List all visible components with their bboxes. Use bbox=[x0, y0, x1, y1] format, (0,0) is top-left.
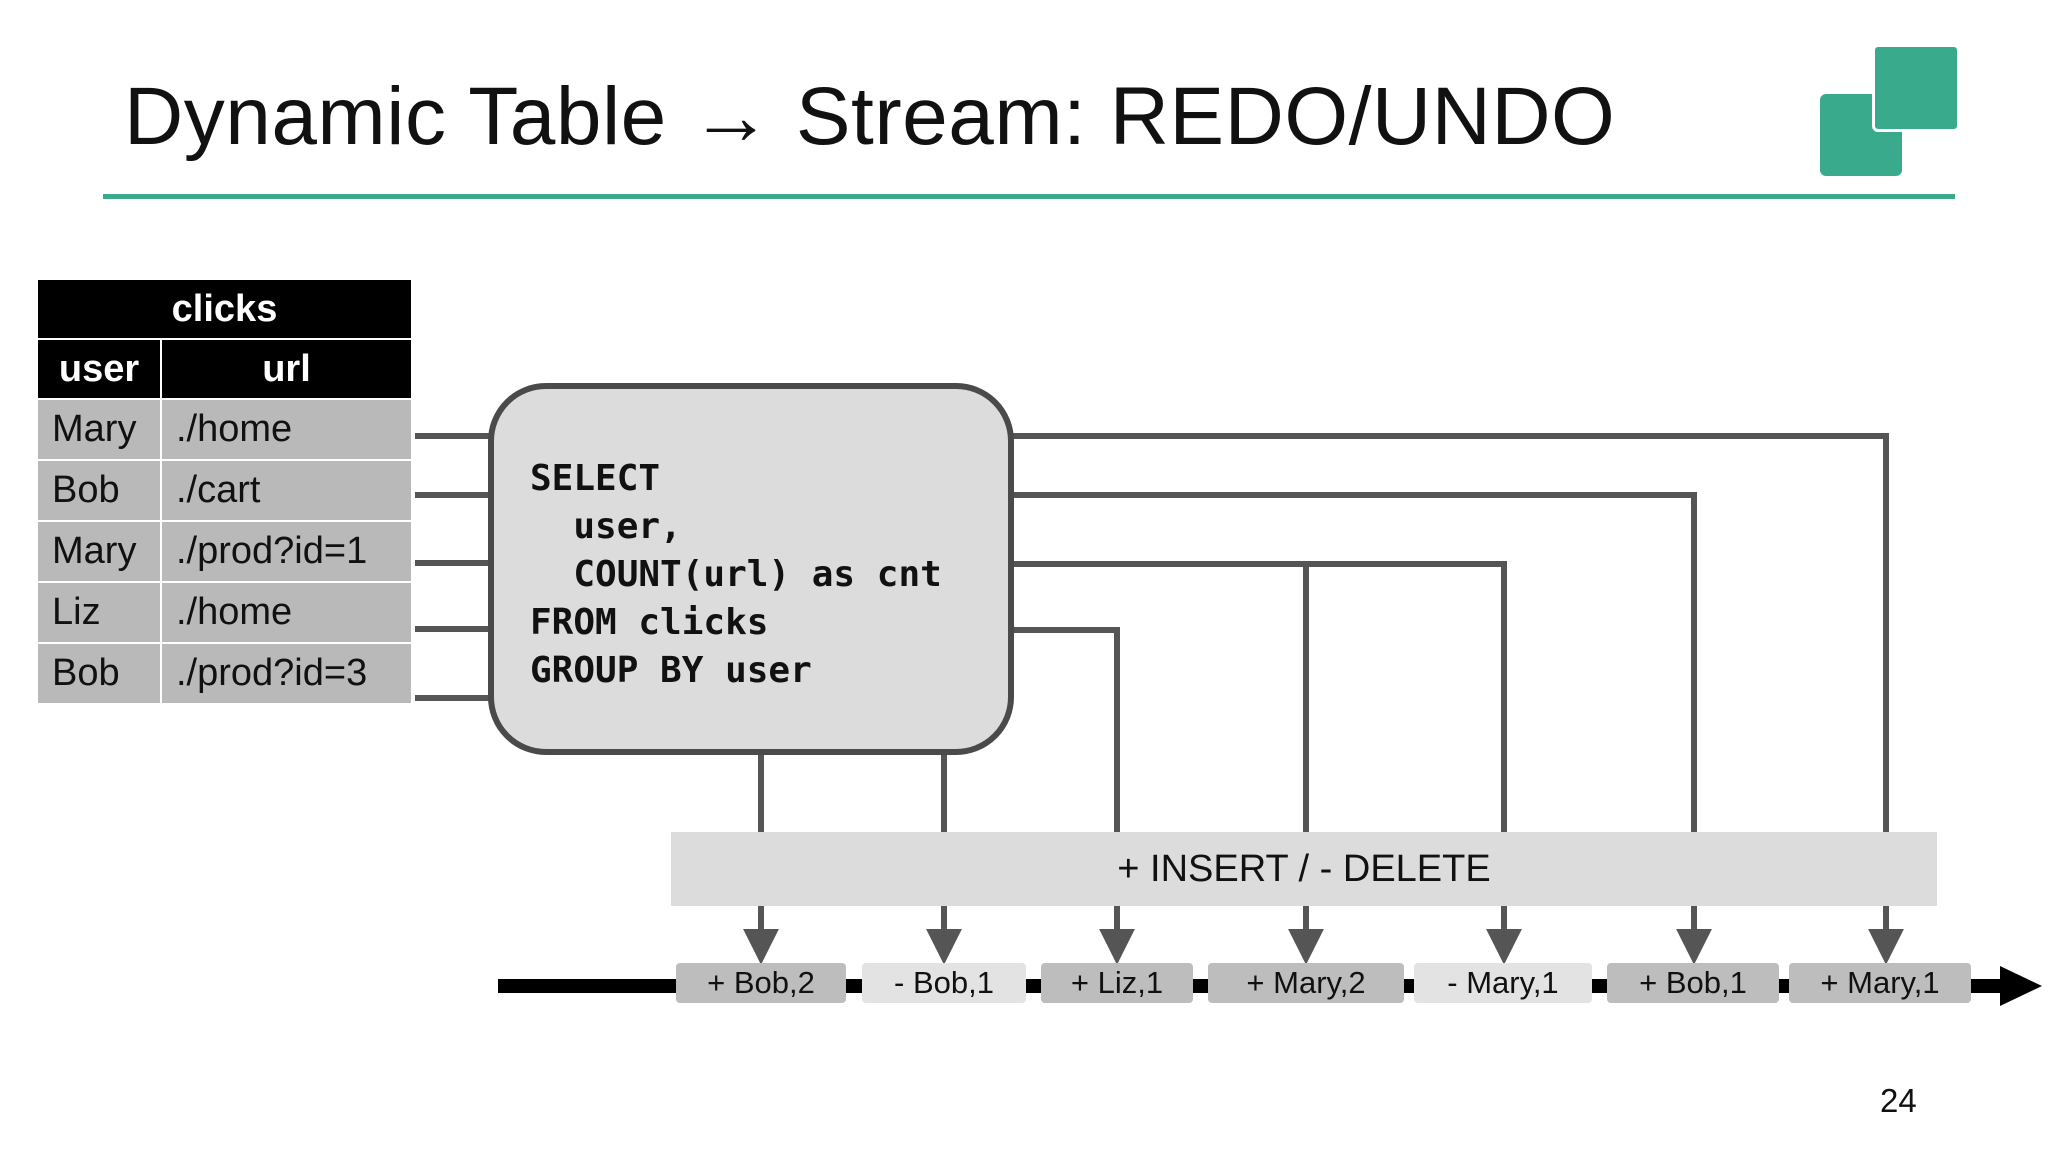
output-arrow bbox=[1012, 433, 1904, 965]
cell-user: Mary bbox=[38, 522, 160, 581]
cell-url: ./home bbox=[162, 583, 411, 642]
cell-user: Bob bbox=[38, 644, 160, 703]
sql-line: FROM clicks bbox=[530, 602, 769, 643]
stream-arrowhead-icon bbox=[2000, 966, 2042, 1006]
clicks-table: clicks user url Mary ./home Bob ./cart M… bbox=[36, 278, 413, 705]
stream-event: + Liz,1 bbox=[1041, 963, 1193, 1003]
slide-title: Dynamic Table → Stream: REDO/UNDO bbox=[124, 71, 1616, 162]
stream-event: + Mary,1 bbox=[1789, 963, 1971, 1003]
stream-event: + Mary,2 bbox=[1208, 963, 1404, 1003]
sql-query-box: SELECT user, COUNT(url) as cnt FROM clic… bbox=[488, 383, 1014, 755]
title-underline bbox=[103, 194, 1955, 199]
cell-url: ./cart bbox=[162, 461, 411, 520]
sql-line: COUNT(url) as cnt bbox=[530, 554, 942, 595]
column-header-url: url bbox=[162, 340, 411, 398]
stream-event: + Bob,2 bbox=[676, 963, 846, 1003]
sql-line: user, bbox=[530, 506, 682, 547]
logo-front-square bbox=[1872, 44, 1960, 132]
cell-user: Bob bbox=[38, 461, 160, 520]
cell-url: ./prod?id=1 bbox=[162, 522, 411, 581]
output-arrow bbox=[1012, 492, 1712, 965]
sql-line: GROUP BY user bbox=[530, 650, 812, 691]
cell-url: ./prod?id=3 bbox=[162, 644, 411, 703]
cell-user: Liz bbox=[38, 583, 160, 642]
table-name: clicks bbox=[38, 280, 411, 338]
sql-query-text: SELECT user, COUNT(url) as cnt FROM clic… bbox=[530, 455, 942, 695]
table-row: Mary ./prod?id=1 bbox=[38, 522, 411, 581]
cell-url: ./home bbox=[162, 400, 411, 459]
table-row: Bob ./cart bbox=[38, 461, 411, 520]
output-arrow bbox=[1306, 561, 1522, 965]
stream-event: - Mary,1 bbox=[1414, 963, 1592, 1003]
cell-user: Mary bbox=[38, 400, 160, 459]
insert-delete-band: + INSERT / - DELETE bbox=[671, 832, 1937, 906]
sql-line: SELECT bbox=[530, 458, 661, 499]
table-row: Bob ./prod?id=3 bbox=[38, 644, 411, 703]
table-row: Mary ./home bbox=[38, 400, 411, 459]
column-header-user: user bbox=[38, 340, 160, 398]
stream-event: - Bob,1 bbox=[862, 963, 1026, 1003]
table-row: Liz ./home bbox=[38, 583, 411, 642]
stream-event: + Bob,1 bbox=[1607, 963, 1779, 1003]
logo bbox=[1820, 44, 1960, 176]
page-number: 24 bbox=[1880, 1082, 1917, 1119]
